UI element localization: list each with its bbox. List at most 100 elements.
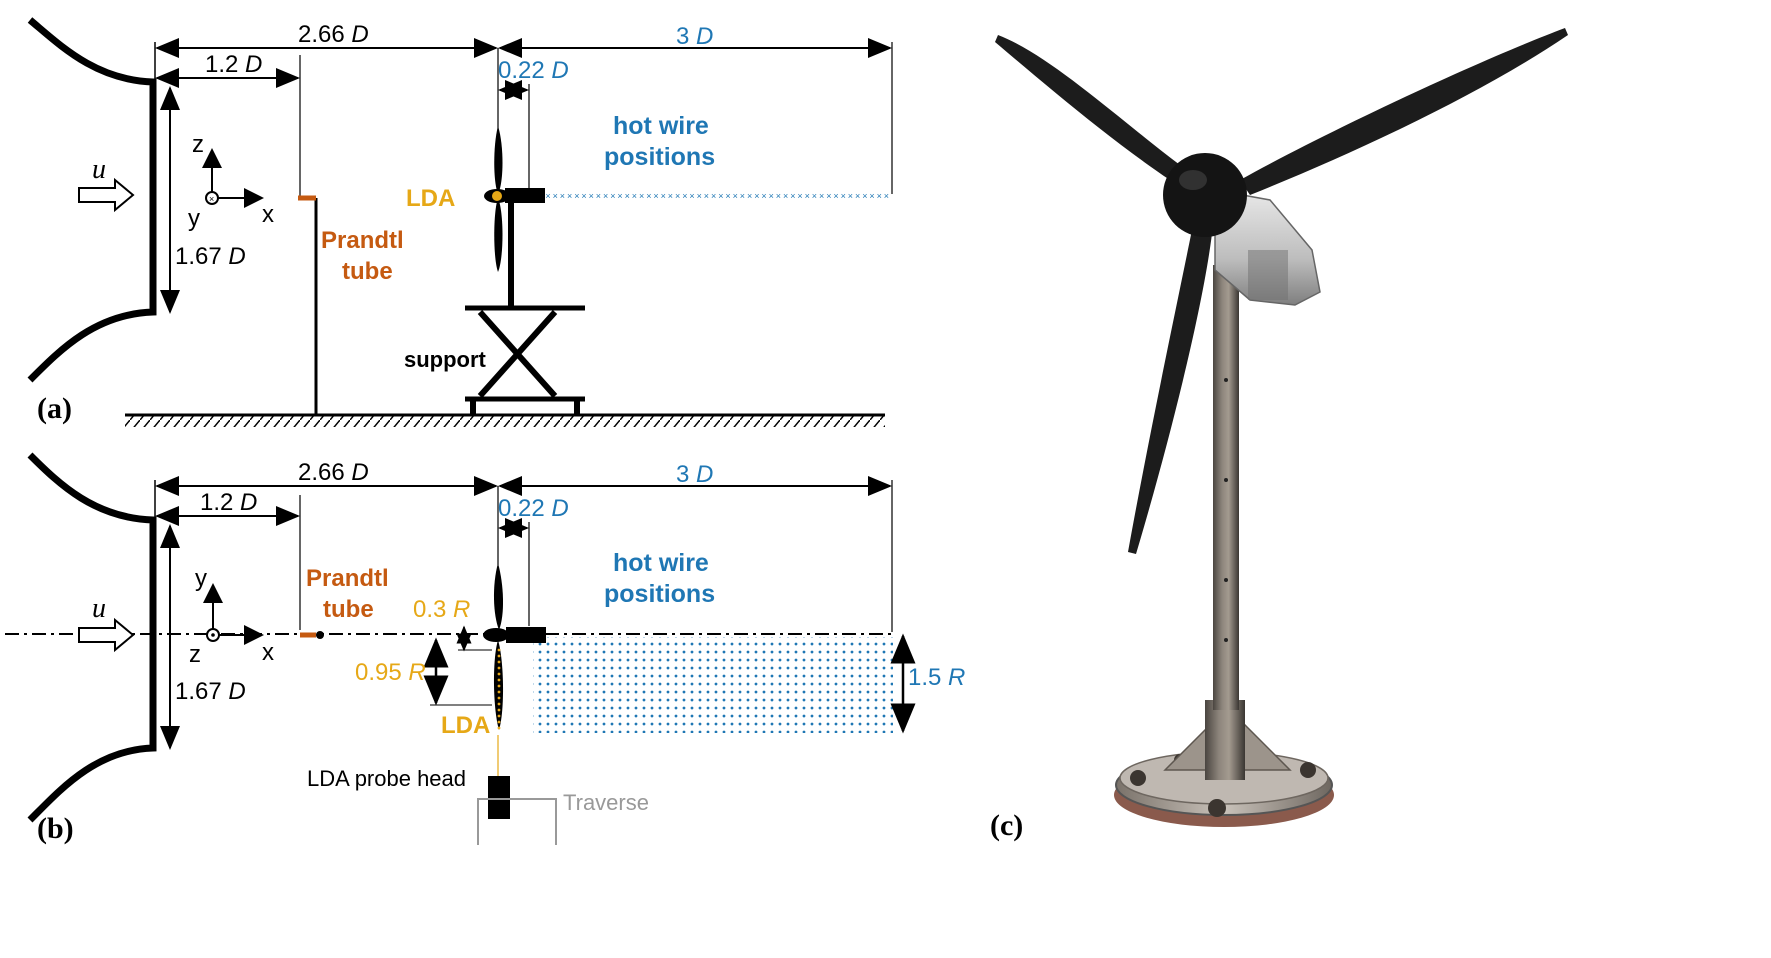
- turbine-blade-upper-left: [995, 35, 1180, 180]
- hot-wire-position-mark: ×: [632, 191, 637, 201]
- ground-hatch-a: [125, 416, 885, 427]
- hot-wire-position-mark: ×: [848, 191, 853, 201]
- hot-wire-position-mark: ×: [797, 191, 802, 201]
- hot-wire-position-mark: ×: [740, 191, 745, 201]
- flow-arrow-a: u: [78, 154, 135, 213]
- hot-wire-position-mark: ×: [668, 191, 673, 201]
- turbine-tower: [1213, 265, 1239, 710]
- prandtl-label-line1-a: Prandtl: [321, 227, 404, 254]
- hot-wire-position-mark: ×: [826, 191, 831, 201]
- hot-wire-position-mark: ×: [884, 191, 889, 201]
- lda-measurement-points-b: [497, 648, 501, 730]
- hot-wire-position-mark: ×: [790, 191, 795, 201]
- hot-wire-position-mark: ×: [646, 191, 651, 201]
- lda-point: [497, 696, 501, 700]
- rotor-distance-label-b: 2.66 D: [298, 459, 369, 486]
- traverse-b: [477, 798, 557, 845]
- axis-x-label-b: x: [262, 639, 274, 666]
- hot-wire-position-mark: ×: [711, 191, 716, 201]
- hot-wire-position-mark: ×: [574, 191, 579, 201]
- hot-wire-label-line1-a: hot wire: [613, 112, 709, 140]
- lda-point: [497, 684, 501, 688]
- hot-wire-position-mark: ×: [862, 191, 867, 201]
- tunnel-height-label-a: 1.67 D: [175, 243, 246, 270]
- hot-wire-position-mark: ×: [661, 191, 666, 201]
- flow-symbol-b: u: [92, 593, 106, 624]
- hot-wire-position-mark: ×: [761, 191, 766, 201]
- hot-wire-positions-a: ××××××××××××××××××××××××××××××××××××××××…: [531, 191, 889, 201]
- axis-z-label-a: z: [192, 131, 204, 158]
- flow-symbol-a: u: [92, 154, 106, 185]
- coordinate-axes-a: × z y x: [188, 131, 274, 232]
- flow-arrow-b: u: [78, 593, 135, 653]
- hot-wire-position-mark: ×: [747, 191, 752, 201]
- turbine-hub: [1163, 153, 1247, 237]
- panel-a: u × z y x 1.67 D 2.66 D 1.2 D Prandtl tu…: [27, 17, 893, 427]
- hot-wire-position-mark: ×: [596, 191, 601, 201]
- hot-wire-position-mark: ×: [877, 191, 882, 201]
- hot-wire-position-mark: ×: [855, 191, 860, 201]
- hot-wire-position-mark: ×: [553, 191, 558, 201]
- hot-wire-position-mark: ×: [783, 191, 788, 201]
- hot-wire-position-mark: ×: [689, 191, 694, 201]
- prandtl-tube-b: [300, 631, 324, 639]
- lda-probe-head-b: [488, 776, 510, 819]
- hot-wire-position-mark: ×: [639, 191, 644, 201]
- hot-wire-position-mark: ×: [725, 191, 730, 201]
- support-label-a: support: [404, 347, 487, 372]
- hot-wire-position-mark: ×: [812, 191, 817, 201]
- lda-label-a: LDA: [406, 185, 455, 212]
- lda-point: [497, 720, 501, 724]
- lda-label-b: LDA: [441, 712, 490, 739]
- lda-point: [497, 708, 501, 712]
- hot-wire-position-mark: ×: [869, 191, 874, 201]
- hot-wire-position-mark: ×: [769, 191, 774, 201]
- axis-y-label-a: y: [188, 205, 200, 232]
- hot-wire-position-mark: ×: [754, 191, 759, 201]
- hot-wire-position-mark: ×: [718, 191, 723, 201]
- lda-point: [497, 648, 501, 652]
- hot-wire-position-mark: ×: [581, 191, 586, 201]
- turbine-model-a: [484, 126, 545, 308]
- turbine-blade-upper-right: [1240, 28, 1568, 195]
- lda-span-label-b: 0.95 R: [355, 659, 426, 686]
- hot-wire-position-mark: ×: [617, 191, 622, 201]
- lda-point: [497, 726, 501, 730]
- lda-point: [497, 678, 501, 682]
- hot-wire-position-mark: ×: [675, 191, 680, 201]
- hot-wire-label-line2-a: positions: [604, 143, 715, 171]
- prandtl-tube-a: [298, 195, 318, 415]
- panel-b: u y z x 1.67 D 2.66 D 1.2 D Prandtl tube: [5, 452, 965, 845]
- axis-z-label-b: z: [189, 641, 201, 668]
- hot-wire-position-mark: ×: [682, 191, 687, 201]
- wake-length-label-b: 3 D: [676, 461, 713, 488]
- lda-point: [497, 702, 501, 706]
- lda-point: [497, 672, 501, 676]
- lda-probe-head-label-b: LDA probe head: [307, 766, 466, 791]
- support-stand-a: [465, 305, 585, 414]
- hot-wire-position-mark: ×: [567, 191, 572, 201]
- traverse-label-b: Traverse: [563, 790, 649, 815]
- axis-y-label-b: y: [195, 565, 207, 592]
- panel-label-c: (c): [990, 809, 1023, 842]
- turbine-blade-lower: [1128, 215, 1213, 554]
- prandtl-label-line2-b: tube: [323, 596, 374, 623]
- hot-wire-position-mark: ×: [589, 191, 594, 201]
- hot-wire-position-mark: ×: [545, 191, 550, 201]
- hot-wire-position-mark: ×: [819, 191, 824, 201]
- hot-wire-position-mark: ×: [625, 191, 630, 201]
- lda-point: [497, 690, 501, 694]
- panel-label-b: (b): [37, 812, 74, 845]
- nacelle-gap-label-a: 0.22 D: [498, 57, 569, 84]
- grid-height-label-b: 1.5 R: [908, 664, 965, 691]
- coordinate-axes-b: y z x: [189, 565, 274, 668]
- hot-wire-grid-b: [533, 637, 893, 733]
- axis-x-label-a: x: [262, 201, 274, 228]
- lda-point: [497, 660, 501, 664]
- prandtl-distance-label-b: 1.2 D: [200, 489, 257, 516]
- tunnel-height-label-b: 1.67 D: [175, 678, 246, 705]
- hot-wire-label-line1-b: hot wire: [613, 549, 709, 577]
- hot-wire-position-mark: ×: [733, 191, 738, 201]
- hot-wire-position-mark: ×: [653, 191, 658, 201]
- tunnel-nozzle-a: [27, 17, 157, 383]
